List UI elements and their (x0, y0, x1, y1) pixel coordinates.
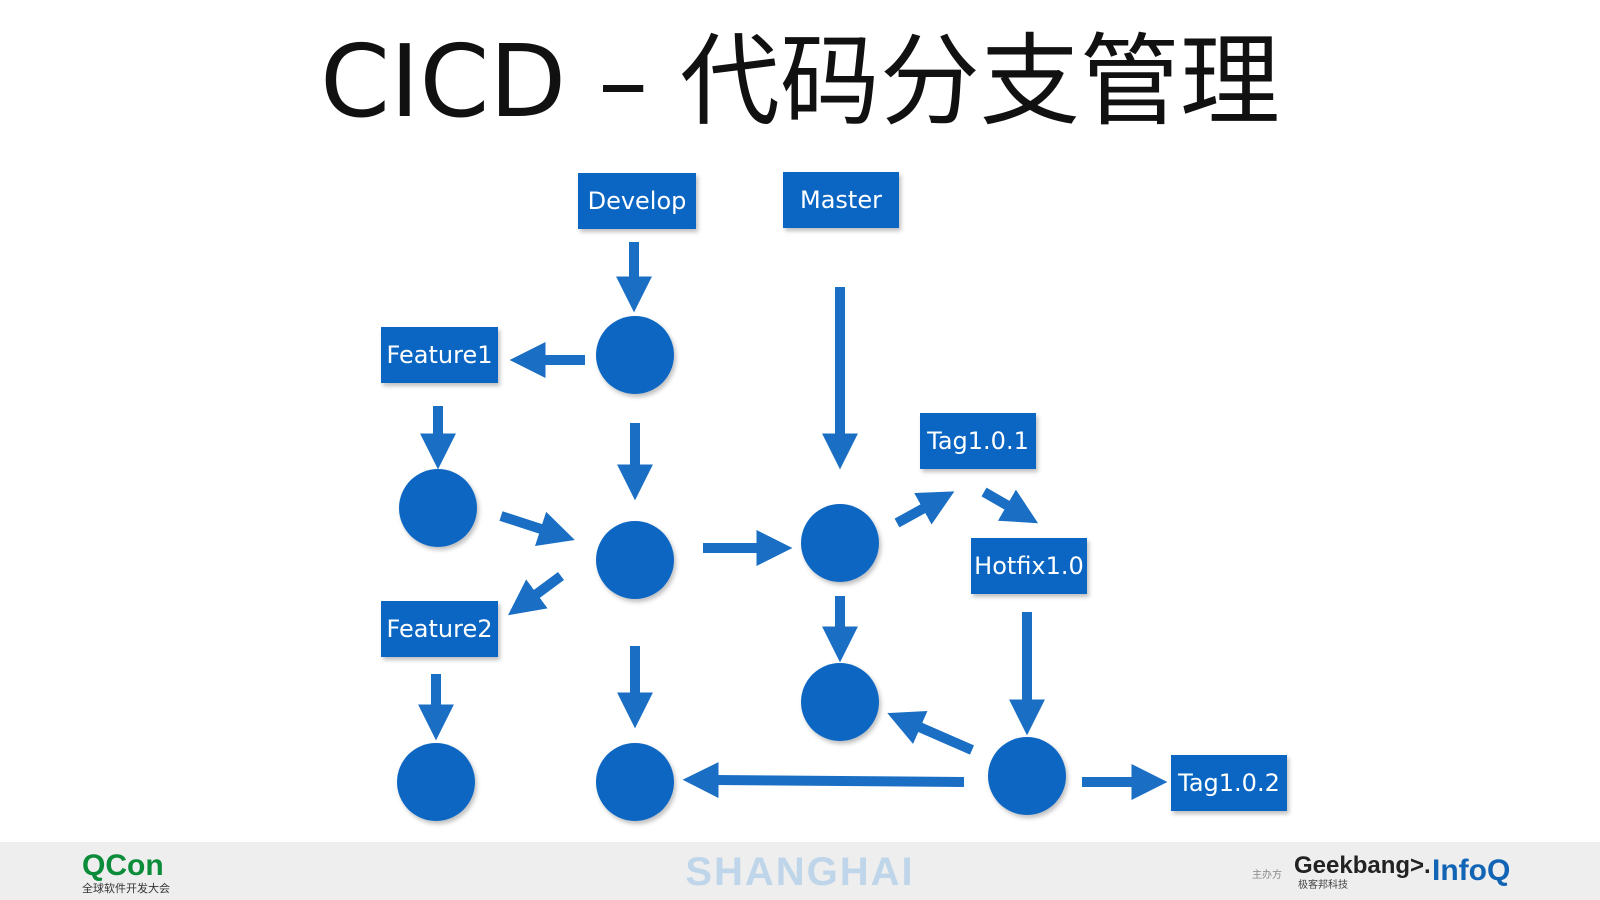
arrow-hotfix-to-master (887, 710, 974, 755)
arrow-master-to-tag101 (894, 491, 955, 528)
qcon-logo: QCon 全球软件开发大会 (82, 850, 170, 896)
branch-label-tag102: Tag1.0.2 (1171, 755, 1287, 811)
master-commit-1 (801, 504, 879, 582)
qcon-wordmark: QCon (82, 849, 164, 882)
qcon-subtitle: 全球软件开发大会 (82, 882, 170, 895)
arrow-tag101-to-hotfix (981, 487, 1039, 524)
develop-commit-2 (596, 521, 674, 599)
city-name: SHANGHAI (685, 850, 915, 894)
hotfix-commit (988, 737, 1066, 815)
commit-nodes (397, 316, 1066, 821)
develop-commit-3 (596, 743, 674, 821)
geekbang-wordmark: Geekbang>. (1294, 852, 1431, 879)
feature2-commit (397, 743, 475, 821)
footer-bar: QCon 全球软件开发大会 SHANGHAI 主办方 Geekbang>. 极客… (0, 842, 1600, 900)
branch-label-hotfix10: Hotfix1.0 (971, 538, 1087, 594)
slide-title: CICD – 代码分支管理 (320, 23, 1280, 140)
arrow-feature1-merge (499, 511, 575, 547)
develop-commit-1 (596, 316, 674, 394)
branch-label-master: Master (783, 172, 899, 228)
branch-label-tag101: Tag1.0.1 (920, 413, 1036, 469)
flow-arrows (418, 242, 1168, 800)
infoq-logo: InfoQ (1432, 854, 1511, 887)
branch-label-feature2: Feature2 (381, 601, 498, 657)
arrow-develop-to-feature2 (507, 571, 564, 616)
organizer-label: 主办方 (1252, 870, 1282, 881)
arrow-hotfix-to-develop (682, 762, 965, 799)
geekbang-subtitle: 极客邦科技 (1298, 880, 1348, 891)
branch-label-feature1: Feature1 (381, 327, 498, 383)
master-commit-2 (801, 663, 879, 741)
feature1-commit (399, 469, 477, 547)
geekbang-logo: Geekbang>. 极客邦科技 (1294, 852, 1431, 892)
organizer-logos: 主办方 Geekbang>. 极客邦科技 InfoQ (1252, 852, 1552, 896)
branch-label-develop: Develop (578, 173, 696, 229)
